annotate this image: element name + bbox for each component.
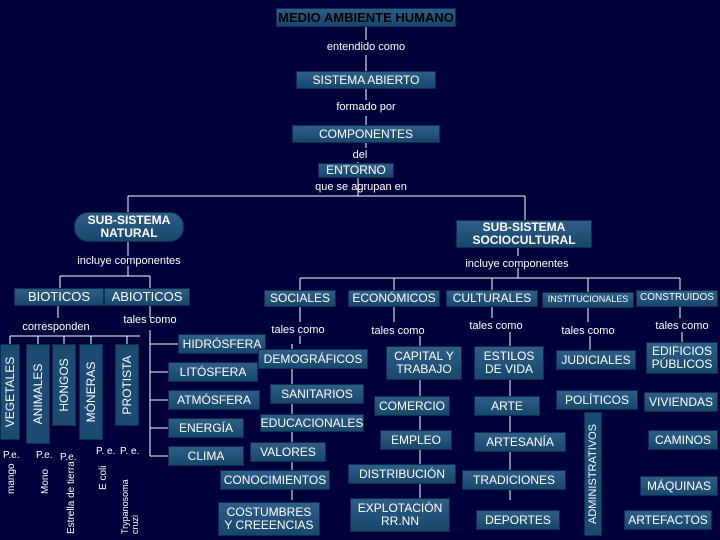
tradiciones-node: TRADICIONES (462, 470, 566, 490)
medio-ambiente-node: MEDIO AMBIENTE HUMANO (276, 8, 456, 27)
link-tales-abioticos: tales como (123, 314, 177, 326)
edificios-label: EDIFICIOS PÚBLICOS (651, 344, 713, 371)
comercio-node: COMERCIO (374, 396, 450, 416)
abioticos-node: ABIOTICOS (104, 288, 190, 306)
energia-node: ENERGÍA (168, 418, 244, 438)
example-trypanosoma: Trypanosoma cruzi (120, 462, 140, 534)
example-pe-moneras: P. e. (96, 446, 116, 457)
link-tales-construidos: tales como (655, 320, 709, 332)
link-tales-economicos: tales como (371, 325, 425, 337)
link-entendido: entendido como (326, 41, 406, 53)
bioticos-node: BIOTICOS (14, 288, 104, 306)
educacionales-node: EDUCACIONALES (260, 414, 364, 432)
example-estrella: Estrella de tierra (66, 461, 77, 534)
administrativos-label: ADMINISTRATIVOS (587, 423, 599, 525)
vegetales-box: VEGETALES (0, 344, 20, 440)
atmosfera-node: ATMÓSFERA (168, 390, 260, 410)
vegetales-label: VEGETALES (3, 356, 17, 428)
estilos-label: ESTILOS DE VIDA (483, 349, 535, 376)
demograficos-node: DEMOGRÁFICOS (258, 349, 368, 369)
sub-sistema-sociocultural-node: SUB-SISTEMA SOCIOCULTURAL (456, 220, 592, 248)
sub-sistema-natural-label: SUB-SISTEMA NATURAL (87, 213, 171, 240)
protista-label: PROTISTA (120, 355, 134, 415)
culturales-node: CULTURALES (446, 290, 538, 307)
example-mango: mango (6, 463, 17, 494)
distribucion-node: DISTRIBUCIÓN (348, 464, 456, 484)
artesania-node: ARTESANÍA (474, 432, 566, 452)
example-ecoli: E coli (98, 465, 109, 490)
link-incluye-natural: incluye componentes (77, 255, 181, 267)
institucionales-node: INSTITUCIONALES (542, 292, 634, 308)
estilos-node: ESTILOS DE VIDA (474, 346, 544, 380)
costumbres-label: COSTUMBRES Y CREEENCIAS (224, 505, 314, 532)
link-tales-sociales: tales como (271, 324, 325, 336)
example-pe-hongos: P.e. (60, 452, 77, 463)
moneras-box: MÓNERAS (79, 344, 103, 440)
empleo-node: EMPLEO (380, 430, 452, 450)
link-formado: formado por (336, 101, 396, 113)
link-del: del (352, 149, 368, 161)
maquinas-node: MÁQUINAS (640, 476, 718, 496)
explotacion-label: EXPLOTACIÓN RR.NN (357, 501, 443, 528)
judiciales-node: JUDICIALES (556, 350, 636, 370)
conocimientos-node: CONOCIMIENTOS (220, 470, 330, 490)
moneras-label: MÓNERAS (84, 361, 98, 423)
viviendas-node: VIVIENDAS (644, 392, 718, 412)
administrativos-box: ADMINISTRATIVOS (584, 412, 602, 536)
link-tales-institucionales: tales como (561, 325, 615, 337)
example-pe-protista: P. e. (120, 446, 140, 457)
link-corresponden: corresponden (22, 321, 90, 333)
construidos-node: CONSTRUIDOS (636, 290, 718, 307)
entorno-node: ENTORNO (318, 163, 394, 178)
arte-node: ARTE (474, 396, 540, 416)
sociales-node: SOCIALES (264, 290, 336, 307)
clima-node: CLIMA (168, 446, 244, 466)
deportes-node: DEPORTES (476, 510, 560, 530)
example-pe-vegetales: P.e. (3, 450, 20, 461)
capital-label: CAPITAL Y TRABAJO (394, 349, 454, 376)
componentes-node: COMPONENTES (292, 125, 440, 143)
hongos-box: HONGOS (52, 344, 76, 426)
litosfera-node: LITÓSFERA (168, 362, 258, 382)
example-pe-animales: P.e. (36, 450, 53, 461)
example-mono: Mono (40, 468, 51, 494)
costumbres-node: COSTUMBRES Y CREEENCIAS (218, 502, 320, 536)
example-trypanosoma-label: Trypanosoma cruzi (120, 479, 140, 534)
protista-box: PROTISTA (115, 344, 139, 426)
animales-label: ANIMALES (31, 363, 45, 425)
explotacion-node: EXPLOTACIÓN RR.NN (350, 498, 450, 532)
link-incluye-socio: incluye componentes (465, 258, 569, 270)
animales-box: ANIMALES (26, 344, 50, 444)
link-tales-culturales: tales como (469, 320, 523, 332)
link-agrupan: que se agrupan en (315, 181, 407, 193)
hidrosfera-node: HIDRÓSFERA (178, 334, 266, 354)
sub-sistema-sociocultural-label: SUB-SISTEMA SOCIOCULTURAL (472, 220, 576, 247)
economicos-node: ECONÓMICOS (348, 290, 440, 307)
hongos-label: HONGOS (57, 358, 71, 412)
sub-sistema-natural-node: SUB-SISTEMA NATURAL (74, 212, 184, 242)
capital-node: CAPITAL Y TRABAJO (386, 346, 462, 380)
caminos-node: CAMINOS (648, 430, 718, 450)
valores-node: VALORES (250, 442, 326, 462)
sanitarios-node: SANITARIOS (270, 384, 364, 404)
politicos-node: POLÍTICOS (556, 390, 638, 410)
artefactos-node: ARTEFACTOS (624, 510, 712, 530)
sistema-abierto-node: SISTEMA ABIERTO (296, 71, 436, 89)
edificios-node: EDIFICIOS PÚBLICOS (646, 342, 718, 374)
